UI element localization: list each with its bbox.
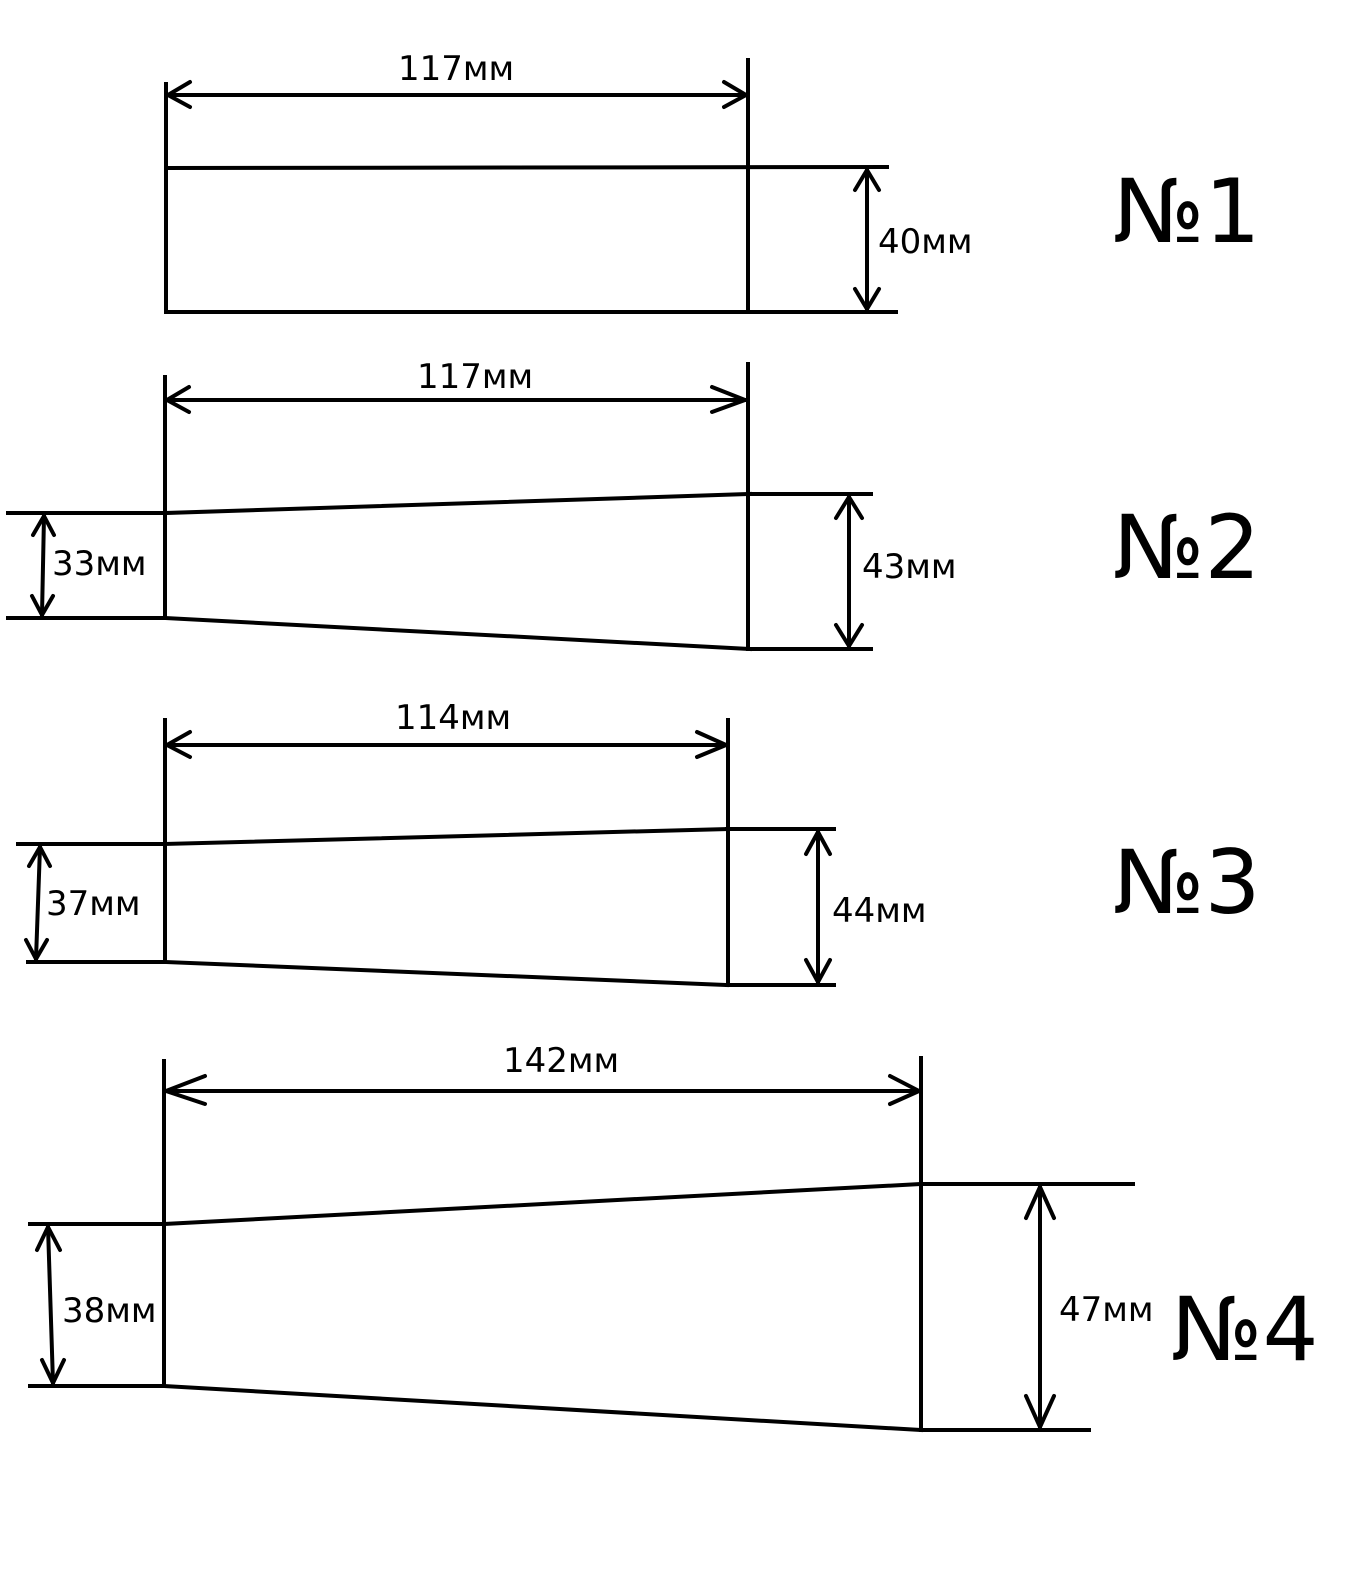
figure-3-left-height-label: 37мм — [46, 884, 141, 924]
figure-4-number: №4 — [1171, 1278, 1319, 1381]
figure-4-width-dimension — [164, 1074, 921, 1106]
figure-3-left-height-dimension — [24, 844, 52, 962]
figure-3-right-height-dimension — [804, 830, 832, 984]
figure-3-number: №3 — [1113, 831, 1261, 934]
figure-4-right-height-label: 47мм — [1059, 1290, 1154, 1330]
figure-3-right-height-label: 44мм — [832, 891, 927, 931]
figure-4: 142мм 38мм 47мм №4 — [28, 1041, 1319, 1433]
figure-1-outline — [163, 58, 898, 314]
figure-2-width-label: 117мм — [417, 357, 533, 397]
figure-2: 117мм 33мм 43мм №2 — [6, 357, 1261, 652]
figure-2-number: №2 — [1113, 496, 1261, 599]
figure-1: 117мм 40мм №1 — [163, 49, 1261, 314]
figure-2-right-height-label: 43мм — [862, 547, 957, 587]
figure-4-right-height-dimension — [1024, 1185, 1056, 1429]
figure-2-outline — [6, 362, 873, 652]
figure-2-left-height-label: 33мм — [52, 544, 147, 584]
figure-4-outline — [28, 1056, 1135, 1433]
figure-1-number: №1 — [1113, 160, 1261, 263]
figure-1-width-dimension — [166, 80, 748, 109]
figure-1-width-label: 117мм — [398, 49, 514, 89]
figure-4-left-height-label: 38мм — [62, 1291, 157, 1331]
figure-2-left-height-dimension — [30, 513, 56, 618]
figure-4-width-label: 142мм — [503, 1041, 619, 1081]
figure-3-width-label: 114мм — [395, 698, 511, 738]
figure-3-outline — [16, 718, 836, 988]
figure-3: 114мм 37мм 44мм №3 — [16, 698, 1261, 988]
figure-3-width-dimension — [165, 730, 728, 759]
figure-1-height-dimension — [853, 168, 881, 311]
figure-1-height-label: 40мм — [878, 222, 973, 262]
figure-2-width-dimension — [165, 385, 747, 414]
figure-2-right-height-dimension — [834, 495, 864, 648]
figure-4-left-height-dimension — [35, 1224, 66, 1386]
